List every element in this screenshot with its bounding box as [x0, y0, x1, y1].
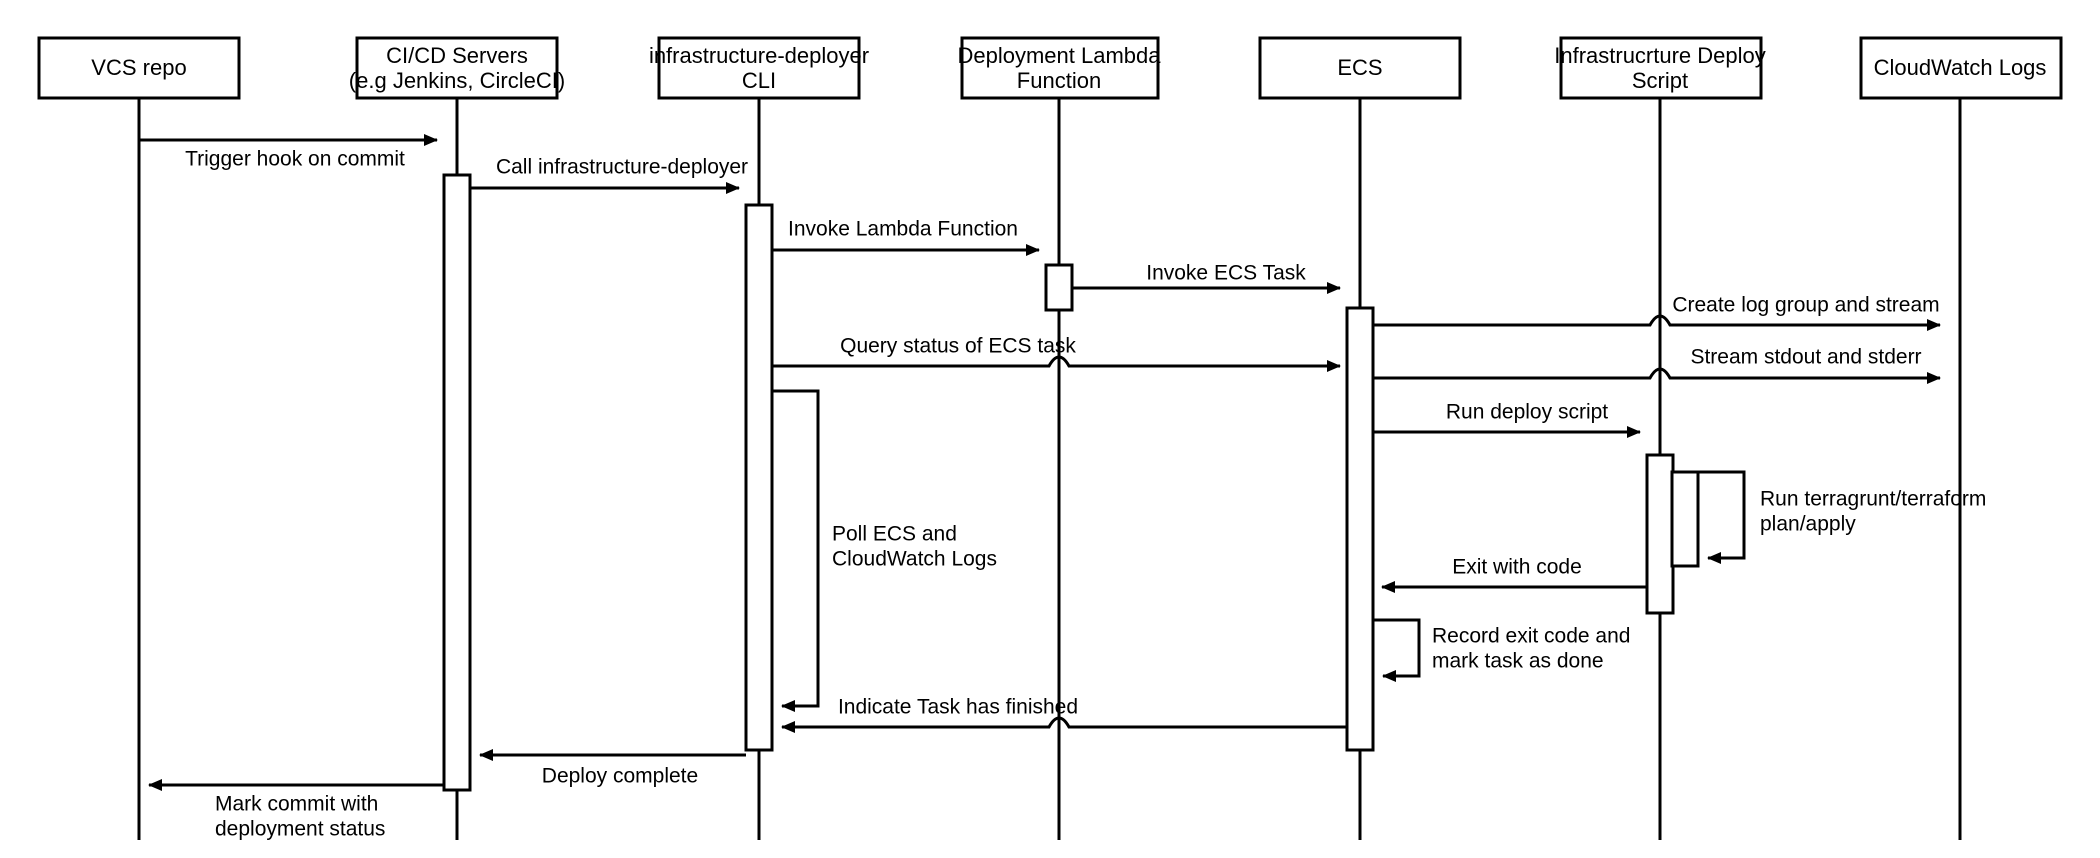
participant-label-cicd-line2: (e.g Jenkins, CircleCI) — [349, 68, 565, 93]
message-arrow-m7 — [1373, 367, 1941, 384]
message-run-terragrunt-terraform[interactable]: Run terragrunt/terraform plan/apply — [1698, 470, 1986, 564]
message-label-m1: Trigger hook on commit — [185, 148, 405, 171]
message-arrow-m12 — [1373, 618, 1421, 682]
activation-ecs — [1345, 306, 1375, 752]
message-invoke-lambda-function[interactable]: Invoke Lambda Function — [772, 218, 1040, 256]
message-label-m4: Invoke ECS Task — [1146, 262, 1306, 285]
participant-label-script-line1: Infrastrucrture Deploy — [1554, 43, 1766, 68]
message-label-m7: Stream stdout and stderr — [1690, 346, 1921, 369]
participant-label-lambda-line2: Function — [1017, 68, 1101, 93]
participant-cwlogs[interactable]: CloudWatch Logs — [1859, 36, 2063, 100]
participant-cicd[interactable]: CI/CD Servers (e.g Jenkins, CircleCI) — [349, 36, 565, 100]
message-record-exit-code[interactable]: Record exit code and mark task as done — [1373, 618, 1630, 682]
participant-cli[interactable]: infrastructure-deployer CLI — [649, 36, 869, 100]
participant-box-vcs[interactable] — [37, 36, 241, 100]
participant-label-ecs-line1: ECS — [1337, 55, 1382, 80]
activation-script-nested — [1670, 470, 1700, 568]
participant-label-vcs-line1: VCS repo — [91, 55, 186, 80]
participant-label-script-line2: Script — [1632, 68, 1688, 93]
message-label-m13: Indicate Task has finished — [838, 696, 1078, 719]
message-poll-ecs-and-cloudwatch-logs[interactable]: Poll ECS and CloudWatch Logs — [772, 389, 997, 712]
message-label-m3: Invoke Lambda Function — [788, 218, 1018, 241]
activation-cicd — [442, 173, 472, 792]
message-arrow-m9 — [1698, 470, 1746, 564]
activation-bars-group — [442, 173, 1700, 792]
message-deploy-complete[interactable]: Deploy complete — [479, 749, 746, 788]
message-label-m8: Run deploy script — [1446, 401, 1608, 424]
activation-lambda — [1044, 263, 1074, 312]
participant-script[interactable]: Infrastrucrture Deploy Script — [1554, 36, 1766, 100]
message-label-m2: Call infrastructure-deployer — [496, 156, 748, 179]
message-call-infrastructure-deployer[interactable]: Call infrastructure-deployer — [470, 156, 748, 194]
participant-lambda[interactable]: Deployment Lambda Function — [957, 36, 1161, 100]
participant-box-script[interactable] — [1559, 36, 1763, 100]
message-trigger-hook-on-commit[interactable]: Trigger hook on commit — [139, 134, 438, 171]
participant-label-cli-line1: infrastructure-deployer — [649, 43, 869, 68]
message-arrow-m10 — [772, 389, 820, 712]
participant-box-cicd[interactable] — [355, 36, 559, 100]
message-label-m9-line1: Run terragrunt/terraform — [1760, 488, 1986, 511]
message-label-m15-line1: Mark commit with — [215, 793, 378, 816]
participant-vcs[interactable]: VCS repo — [37, 36, 241, 100]
activation-script — [1645, 453, 1675, 615]
message-indicate-task-has-finished[interactable]: Indicate Task has finished — [781, 696, 1347, 733]
participant-label-cicd-line1: CI/CD Servers — [386, 43, 528, 68]
activation-cli — [744, 203, 774, 752]
participant-box-cli[interactable] — [657, 36, 861, 100]
message-label-m6: Query status of ECS task — [840, 335, 1076, 358]
message-label-m9-line2: plan/apply — [1760, 513, 1856, 536]
message-arrow-m13 — [781, 716, 1347, 733]
message-label-m12-line2: mark task as done — [1432, 650, 1604, 673]
message-arrow-m6 — [772, 355, 1341, 372]
message-run-deploy-script[interactable]: Run deploy script — [1373, 401, 1641, 438]
participant-label-lambda-line1: Deployment Lambda — [957, 43, 1161, 68]
message-create-log-group-and-stream[interactable]: Create log group and stream — [1373, 294, 1941, 331]
message-query-status-of-ecs-task[interactable]: Query status of ECS task — [772, 335, 1341, 372]
message-invoke-ecs-task[interactable]: Invoke ECS Task — [1072, 262, 1341, 294]
message-label-m10-line1: Poll ECS and — [832, 523, 957, 546]
message-arrow-m5 — [1373, 314, 1941, 331]
participant-label-cwlogs-line1: CloudWatch Logs — [1874, 55, 2047, 80]
message-mark-commit-with-deployment-status[interactable]: Mark commit with deployment status — [148, 779, 444, 841]
participant-ecs[interactable]: ECS — [1258, 36, 1462, 100]
participant-box-cwlogs[interactable] — [1859, 36, 2063, 100]
message-label-m11: Exit with code — [1452, 556, 1582, 579]
message-label-m14: Deploy complete — [542, 765, 698, 788]
message-label-m10-line2: CloudWatch Logs — [832, 548, 997, 571]
participant-label-cli-line2: CLI — [742, 68, 776, 93]
lifelines-group — [137, 98, 1962, 840]
message-stream-stdout-and-stderr[interactable]: Stream stdout and stderr — [1373, 346, 1941, 384]
message-exit-with-code[interactable]: Exit with code — [1381, 556, 1647, 593]
message-label-m15-line2: deployment status — [215, 818, 385, 841]
participant-box-ecs[interactable] — [1258, 36, 1462, 100]
message-label-m5: Create log group and stream — [1672, 294, 1939, 317]
message-label-m12-line1: Record exit code and — [1432, 625, 1630, 648]
participant-box-lambda[interactable] — [960, 36, 1160, 100]
